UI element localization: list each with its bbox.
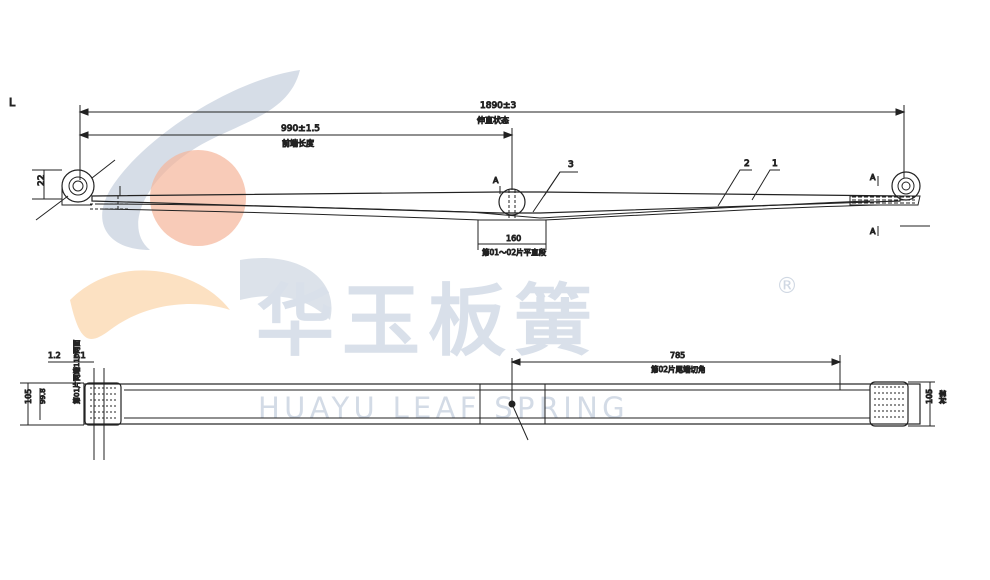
section-mark-center: A [493, 176, 499, 185]
right-eye-hatch [852, 196, 915, 204]
logo-blue-swoosh [102, 70, 300, 250]
part-label-2: 2 [744, 159, 750, 169]
section-mark-right-top: A [870, 173, 876, 182]
section-mark-right-bottom: A [870, 227, 876, 236]
second-leaf-top [95, 200, 871, 219]
corner-mark: L [9, 96, 16, 109]
total-length-arrows [78, 108, 906, 116]
center-width-label: 160 [506, 234, 521, 243]
part-1-leader [751, 169, 780, 201]
left-eye-inner [72, 180, 84, 192]
logo-red-circle [150, 150, 246, 246]
part-2-leader [717, 169, 752, 207]
left-eye-leader [91, 159, 116, 179]
right-bushing [869, 381, 909, 427]
part-3-leader-b [543, 171, 561, 197]
total-length-note: 伸直状态 [477, 115, 509, 125]
second-leaf-length-note: 第02片尾端切角 [651, 364, 706, 374]
left-eye [61, 159, 116, 206]
right-note: 衬套 [938, 390, 947, 404]
front-length-label: 990±1.5 [281, 124, 320, 134]
left-subwidth-label: 99.8 [39, 388, 47, 404]
watermark-registered: ® [776, 274, 798, 299]
left-width-label: 105 [24, 389, 33, 404]
total-length-label: 1890±3 [480, 101, 516, 111]
eye-height-label: 22 [37, 175, 47, 186]
elevation-view: 1890±3 伸直状态 990±1.5 前端长度 22 [32, 101, 930, 258]
center-bolt [498, 188, 526, 220]
left-eye-wrap [61, 186, 92, 206]
center-width-note: 第01～02片平直段 [482, 247, 547, 257]
part-label-3: 3 [568, 160, 574, 170]
center-bolt-leader [511, 403, 529, 441]
right-bushing-hatch [874, 386, 904, 418]
second-leaf-arrows [510, 358, 842, 366]
eye-leader-line [35, 195, 69, 221]
right-width-label: 105 [925, 389, 934, 404]
left-note: 第01片两端110两面 [72, 340, 81, 404]
logo-orange-swoosh [70, 270, 230, 339]
part-label-1: 1 [772, 159, 778, 169]
right-eye-mid [897, 177, 915, 195]
left-tick-a: 1.2 [48, 351, 61, 360]
right-eye [849, 171, 921, 206]
left-bushing-hatch [90, 387, 116, 419]
left-tick-b: 1.1 [73, 351, 86, 360]
front-length-arrows [78, 131, 514, 139]
second-leaf-length-label: 785 [670, 351, 685, 360]
left-eye-mid [68, 176, 88, 196]
main-leaf [91, 191, 901, 214]
left-leaf-end-hidden [90, 196, 130, 210]
right-eye-inner [901, 181, 911, 191]
right-eye-wrap [849, 195, 921, 206]
center-bolt-circle [498, 188, 526, 216]
front-length-note: 前端长度 [282, 138, 314, 148]
watermark-chinese: 华玉板簧 [256, 277, 601, 367]
plan-view: 1.2 1.1 105 99.8 第01片两端110两面 785 第02片尾端切… [20, 339, 948, 460]
second-leaf-bottom [99, 204, 881, 221]
left-bushing [84, 382, 122, 426]
logo-blue-swoosh-2 [240, 258, 332, 320]
